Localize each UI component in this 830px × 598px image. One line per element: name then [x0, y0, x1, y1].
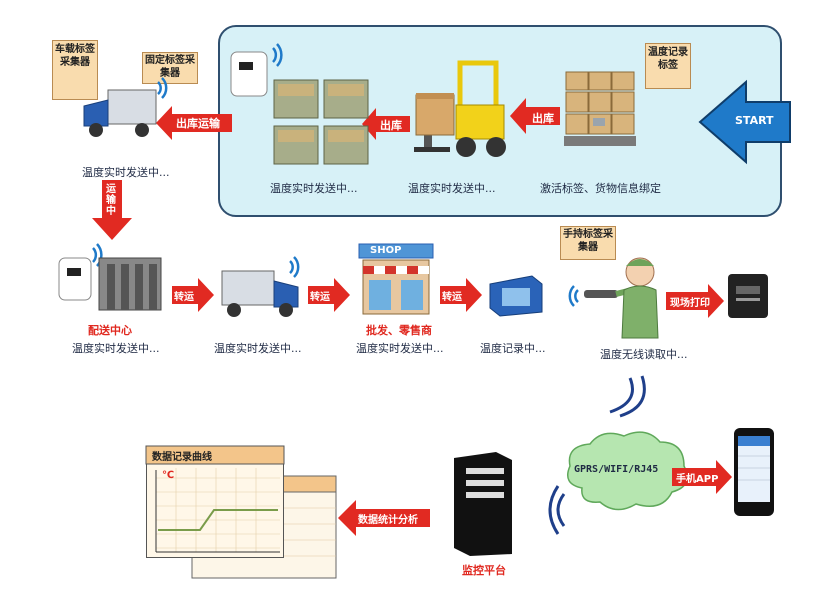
truck-2-icon [221, 256, 300, 317]
worker-caption: 温度无线读取中... [600, 348, 688, 361]
arrow-in-transport [92, 180, 132, 240]
arrow-transfer-2 [308, 278, 350, 312]
step1-caption: 激活标签、货物信息绑定 [540, 182, 661, 195]
arrow-transfer-1-label: 转运 [174, 292, 194, 303]
chart-unit: ℃ [162, 470, 175, 481]
forklift-icon [414, 60, 506, 157]
arrow-app [672, 460, 732, 494]
arrow-transfer-1 [172, 278, 214, 312]
distribution-center-title: 配送中心 [88, 324, 132, 337]
arrow-in-transport-label: 运输中 [106, 184, 116, 217]
handheld-reader-callout: 手持标签采集器 [560, 226, 616, 260]
truck2-caption: 温度实时发送中... [214, 342, 302, 355]
worker-with-reader-icon [568, 257, 659, 339]
arrow-print [666, 284, 724, 318]
data-chart-front [146, 446, 284, 558]
mobile-phone-icon [734, 428, 774, 516]
arrow-transfer-2-label: 转运 [310, 292, 330, 303]
arrow-analysis-label: 数据统计分析 [358, 515, 418, 526]
stacked-pallets-icon [273, 79, 369, 165]
fixed-reader-icon [230, 43, 283, 97]
shop-sign: SHOP [370, 245, 402, 256]
printer-icon [728, 274, 768, 318]
chart-grid [145, 445, 285, 553]
network-cloud-icon [567, 431, 688, 511]
arrow-out-storage-2 [362, 108, 410, 140]
temperature-tag-callout: 温度记录标签 [645, 43, 691, 89]
arrow-out-storage-2-label: 出库 [380, 119, 402, 132]
arrow-outbound-transport [156, 106, 232, 140]
vehicle-reader-callout: 车载标签采集器 [52, 40, 98, 100]
distribution-center-caption: 温度实时发送中... [72, 342, 160, 355]
step2-caption: 温度实时发送中... [408, 182, 496, 195]
shop-caption: 温度实时发送中... [356, 342, 444, 355]
arrow-out-storage-label: 出库 [532, 112, 554, 125]
arrow-transfer-3-label: 转运 [442, 292, 462, 303]
server-icon [454, 452, 512, 556]
arrow-analysis [338, 500, 430, 536]
pallet-boxes-icon [564, 71, 636, 146]
step3-caption: 温度实时发送中... [270, 182, 358, 195]
temperature-recorder-icon [489, 275, 543, 317]
fixed-reader-callout: 固定标签采集器 [142, 52, 198, 84]
arrow-out-storage [510, 98, 560, 134]
start-arrow [698, 79, 791, 165]
recorder-caption: 温度记录中... [480, 342, 546, 355]
server-caption: 监控平台 [462, 564, 506, 577]
arrow-app-label: 手机APP [676, 474, 719, 485]
truck-icon [83, 77, 168, 137]
truck1-caption: 温度实时发送中... [82, 166, 170, 179]
start-label: START [735, 114, 774, 127]
arrow-print-label: 现场打印 [670, 298, 710, 309]
network-cloud-label: GPRS/WIFI/RJ45 [574, 464, 659, 475]
arrow-outbound-transport-label: 出库运输 [176, 117, 220, 130]
wireless-wave-icon [609, 375, 646, 418]
arrow-transfer-3 [440, 278, 482, 312]
wireless-wave-2-icon [548, 485, 566, 535]
distribution-center-icon [58, 243, 162, 311]
shop-title: 批发、零售商 [366, 324, 432, 337]
chart-title: 数据记录曲线 [152, 452, 212, 463]
shop-icon [358, 243, 434, 315]
